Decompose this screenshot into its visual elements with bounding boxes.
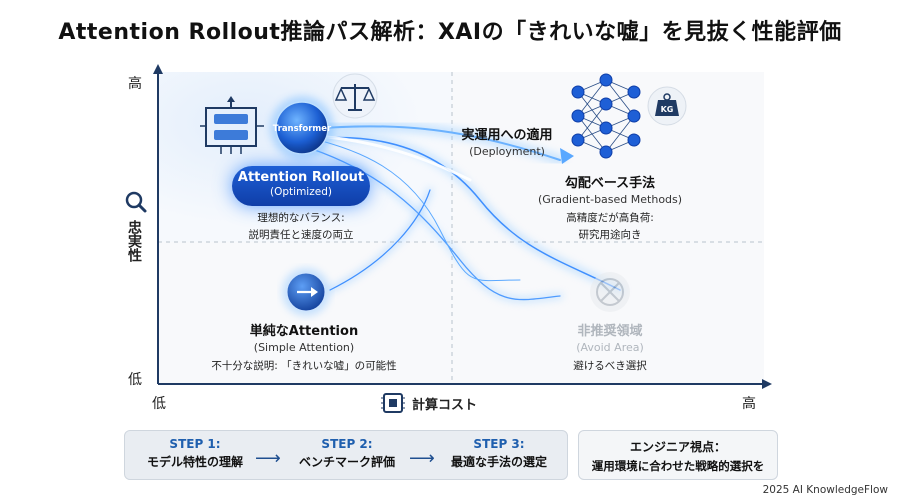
gradient-method-label: 勾配ベース手法 (Gradient-based Methods) 高精度だが高負… [535, 172, 685, 242]
y-axis-arrow [153, 64, 163, 74]
engineer-view-box: エンジニア視点： 運用環境に合わせた戦略的選択を [578, 430, 778, 480]
quadrant-diagram: 高 低 低 高 忠実性 計算コスト [125, 64, 772, 413]
avoid-area-title: 非推奨領域 [577, 324, 643, 339]
quadrant-right-bottom [452, 242, 764, 384]
step-1: STEP 1: モデル特性の理解 [135, 437, 255, 470]
attention-rollout-name: Attention Rollout [237, 170, 365, 185]
attention-rollout-note-1: 理想的なバランス: [257, 212, 345, 224]
step-3-head: STEP 3: [473, 437, 525, 451]
simple-attention-note: 不十分な説明: 「きれいな嘘」の可能性 [211, 360, 397, 372]
transformer-sphere [275, 101, 329, 155]
transformer-block-icon [200, 96, 264, 154]
x-high-label: 高 [742, 395, 756, 412]
simple-attention-label: 単純なAttention (Simple Attention) 不十分な説明: … [192, 320, 416, 373]
simple-attention-title: 単純なAttention [249, 324, 359, 339]
attention-rollout-note: 理想的なバランス: 説明責任と速度の両立 [232, 210, 370, 242]
deployment-title: 実運用への適用 [461, 128, 553, 143]
prohibited-icon [590, 272, 630, 312]
page-title: Attention Rollout推論パス解析：XAIの「きれいな嘘」を見抜く性… [58, 20, 842, 45]
avoid-area-sub: (Avoid Area) [576, 341, 644, 354]
flow-streams [295, 121, 624, 303]
step-2: STEP 2: ベンチマーク評価 [285, 437, 409, 470]
deployment-label: 実運用への適用 (Deployment) [452, 124, 562, 158]
step-2-head: STEP 2: [321, 437, 373, 451]
step-1-head: STEP 1: [169, 437, 221, 451]
step-3: STEP 3: 最適な手法の選定 [437, 437, 561, 470]
x-axis-label: 計算コスト [412, 397, 477, 413]
y-axis-title: 忠実性 [126, 220, 142, 262]
weight-badge-icon [647, 86, 687, 126]
y-low-label: 低 [128, 372, 142, 388]
engineer-view-text: 運用環境に合わせた戦略的選択を [591, 459, 765, 473]
avoid-area-label: 非推奨領域 (Avoid Area) 避けるべき選択 [550, 320, 670, 373]
avoid-area-note: 避けるべき選択 [573, 360, 647, 372]
deployment-arrow-head [560, 148, 574, 164]
y-axis-label: 忠実性 [126, 220, 142, 262]
attention-rollout-pill: Attention Rollout (Optimized) [232, 166, 370, 206]
attention-rollout-sub: (Optimized) [270, 186, 332, 198]
step-arrow-icon: ⟶ [409, 448, 435, 469]
gradient-title: 勾配ベース手法 [564, 176, 656, 191]
y-high-label: 高 [128, 75, 142, 92]
steps-panel: STEP 1: モデル特性の理解 ⟶ STEP 2: ベンチマーク評価 ⟶ ST… [124, 430, 568, 480]
x-low-label: 低 [152, 396, 166, 412]
engineer-view-head: エンジニア視点： [629, 440, 726, 454]
weight-badge-label: KG [661, 105, 674, 114]
step-2-text: ベンチマーク評価 [298, 455, 395, 469]
chip-icon [381, 393, 405, 413]
attention-rollout-note-2: 説明責任と速度の両立 [248, 229, 354, 241]
neural-network-icon [571, 73, 641, 159]
gradient-sub: (Gradient-based Methods) [537, 193, 683, 206]
gradient-note-2: 研究用途向き [578, 229, 642, 241]
deployment-sub: (Deployment) [469, 145, 545, 158]
magnifier-icon [125, 191, 147, 213]
gradient-note-1: 高精度だが高負荷: [566, 212, 654, 224]
transformer-label: Transformer [273, 124, 332, 134]
x-axis-arrow [762, 379, 772, 389]
balance-scale-icon [332, 73, 378, 119]
simple-attention-sub: (Simple Attention) [253, 341, 355, 354]
step-1-text: モデル特性の理解 [146, 455, 243, 469]
step-arrow-icon: ⟶ [255, 448, 281, 469]
footer-credit: 2025 AI KnowledgeFlow [762, 484, 888, 496]
step-3-text: 最適な手法の選定 [450, 455, 547, 469]
arrow-right-icon [297, 287, 318, 297]
